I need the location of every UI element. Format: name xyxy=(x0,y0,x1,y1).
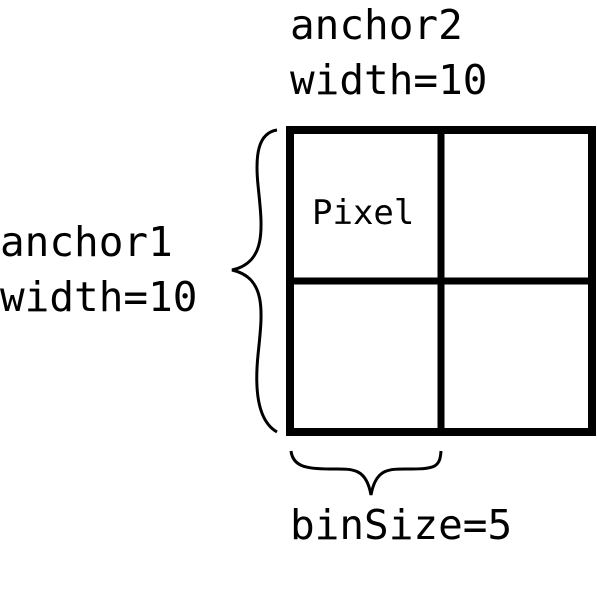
left-curly-brace xyxy=(231,128,278,434)
anchor2-name-label: anchor2 xyxy=(290,1,463,49)
bin-size-label: binSize=5 xyxy=(290,501,513,549)
anchor1-name-label: anchor1 xyxy=(0,218,173,266)
pixel-cell-label: Pixel xyxy=(312,193,415,233)
bottom-curly-brace xyxy=(289,450,443,496)
anchor2-width-label: width=10 xyxy=(290,56,488,104)
anchor1-width-label: width=10 xyxy=(0,273,198,321)
